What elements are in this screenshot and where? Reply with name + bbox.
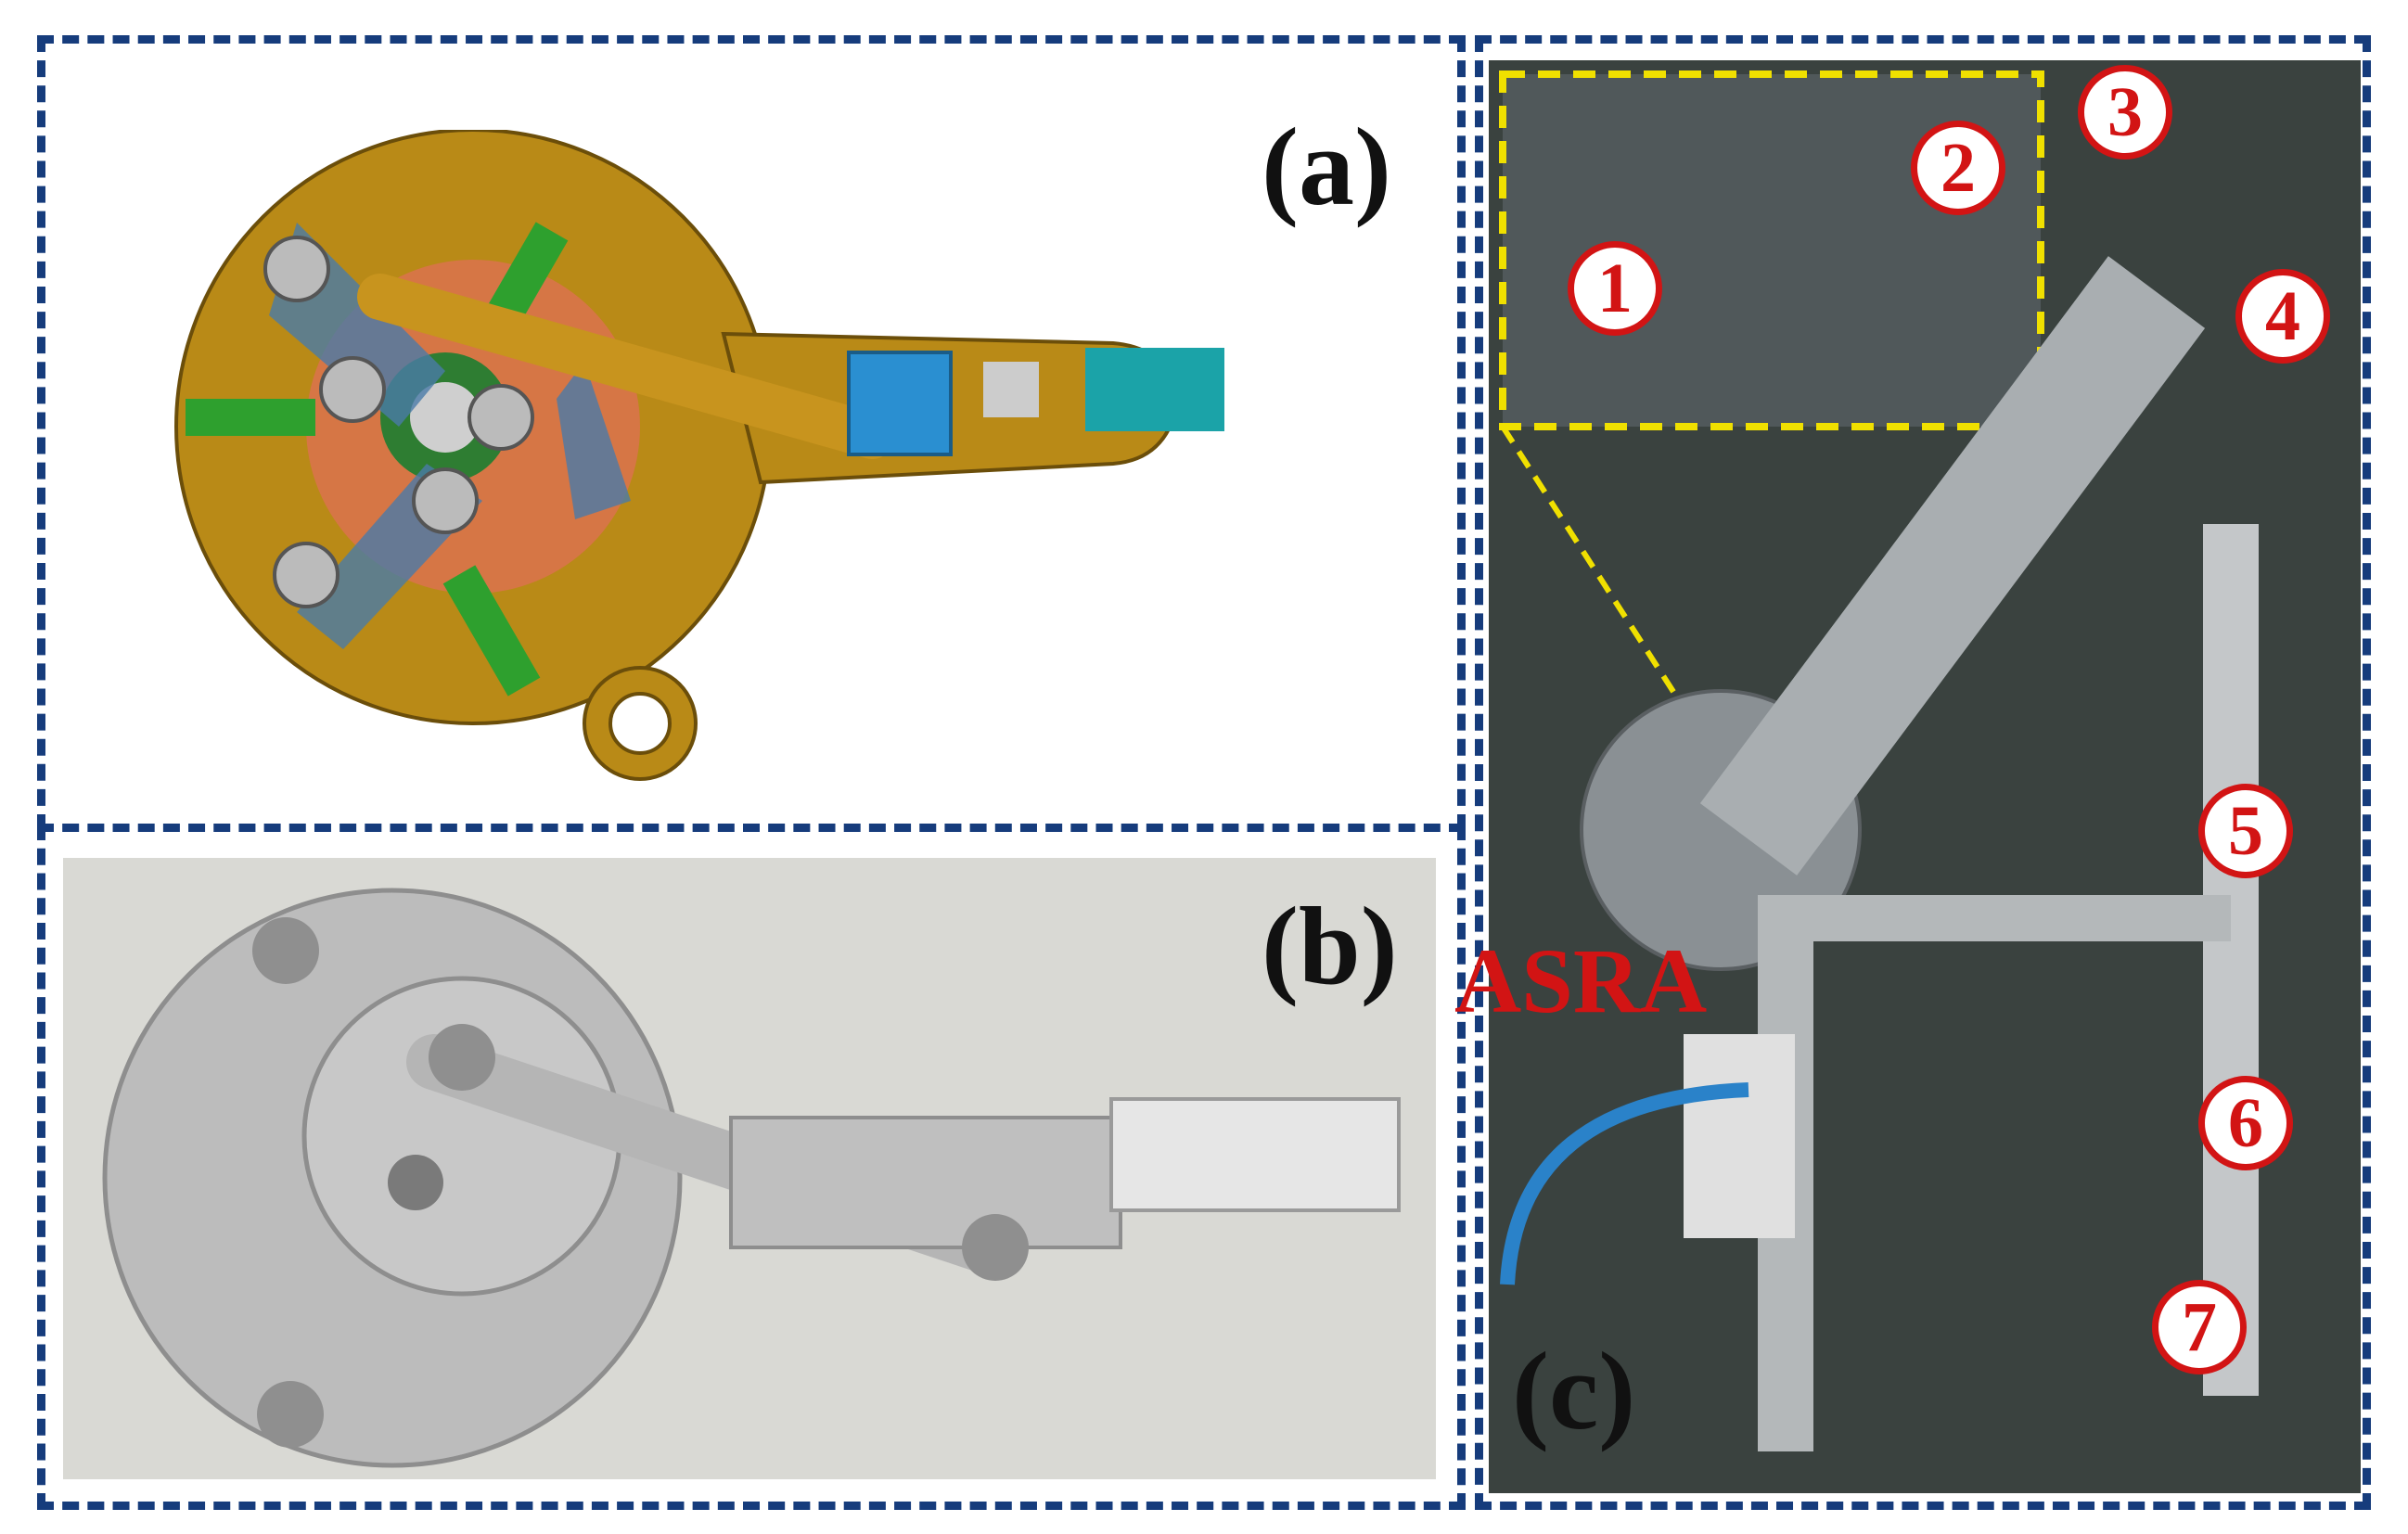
marker-4: 4	[2235, 269, 2330, 364]
marker-7: 7	[2152, 1280, 2247, 1374]
asra-callout: ASRA	[1454, 929, 1708, 1032]
panel-b-frame	[37, 824, 1466, 1510]
marker-3: 3	[2078, 65, 2172, 160]
marker-2: 2	[1911, 121, 2005, 215]
marker-5: 5	[2198, 784, 2293, 878]
marker-1: 1	[1568, 241, 1662, 336]
panel-c-frame	[1475, 35, 2371, 1510]
cad-rendering	[174, 130, 1224, 781]
cad-body	[174, 130, 1224, 781]
panel-b-label: (b)	[1262, 884, 1398, 1007]
device-photo	[63, 858, 1436, 1479]
panel-a-label: (a)	[1262, 105, 1391, 228]
marker-6: 6	[2198, 1076, 2293, 1170]
panel-a-frame	[37, 35, 1466, 831]
panel-c-label: (c)	[1512, 1329, 1636, 1452]
